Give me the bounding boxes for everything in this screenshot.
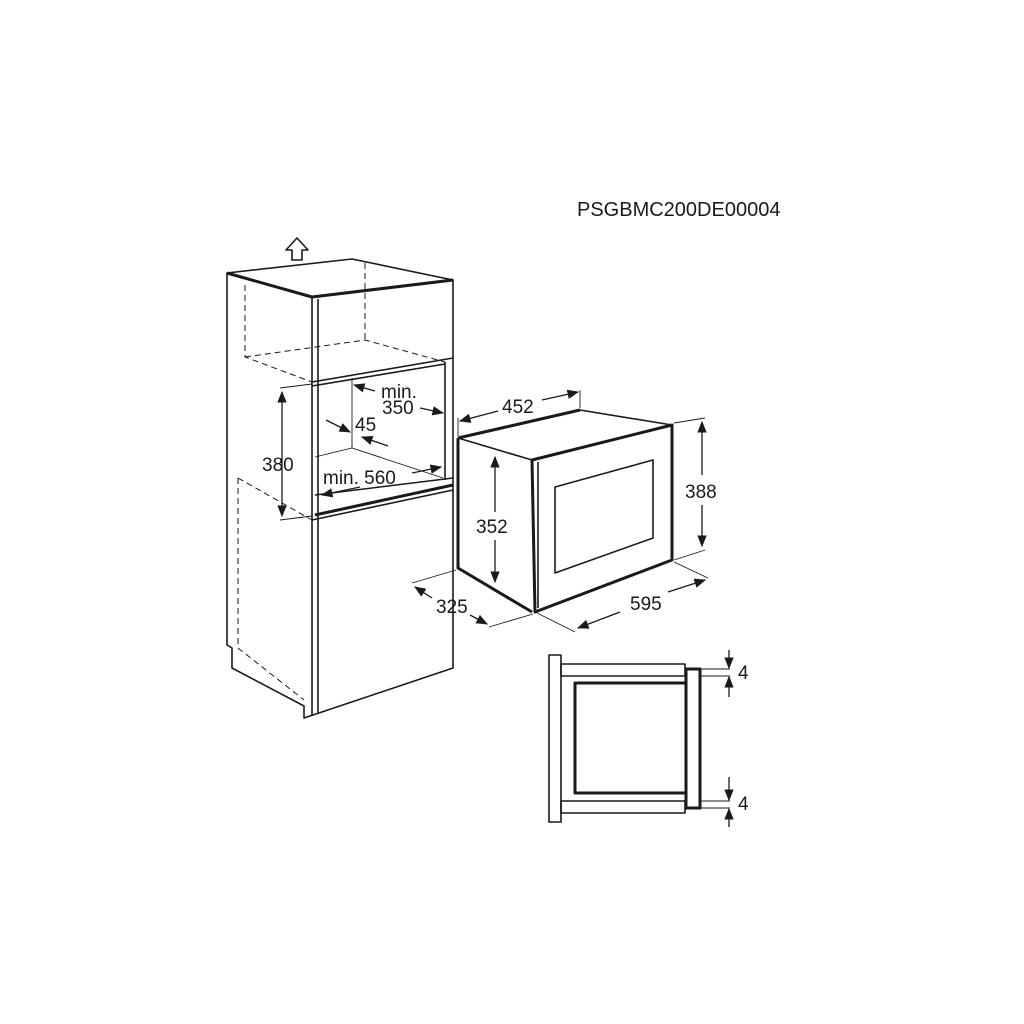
- niche-height-value: 380: [262, 455, 294, 476]
- niche-depth-label: min.: [381, 382, 417, 403]
- front-width-value: 595: [630, 594, 662, 615]
- gap-value: 45: [355, 415, 376, 436]
- niche-width-value: min. 560: [323, 468, 396, 489]
- appliance-dimensions: 452 388 352 325 595: [411, 389, 717, 633]
- side-view-drawing: 4 4: [548, 650, 749, 827]
- bottom-gap-value: 4: [738, 794, 749, 815]
- arrow-up-outline-icon: [285, 237, 309, 261]
- niche-depth-value: 350: [382, 398, 414, 419]
- front-height-value: 388: [685, 482, 717, 503]
- body-height-value: 352: [476, 517, 508, 538]
- body-depth-value: 325: [436, 597, 468, 618]
- depth-top-value: 452: [502, 397, 534, 418]
- appliance-drawing: [456, 408, 674, 614]
- drawing-code: PSGBMC200DE00004: [577, 199, 780, 221]
- top-gap-value: 4: [738, 663, 749, 684]
- cabinet-dimensions: min. 350 45 380 min. 560: [262, 382, 445, 521]
